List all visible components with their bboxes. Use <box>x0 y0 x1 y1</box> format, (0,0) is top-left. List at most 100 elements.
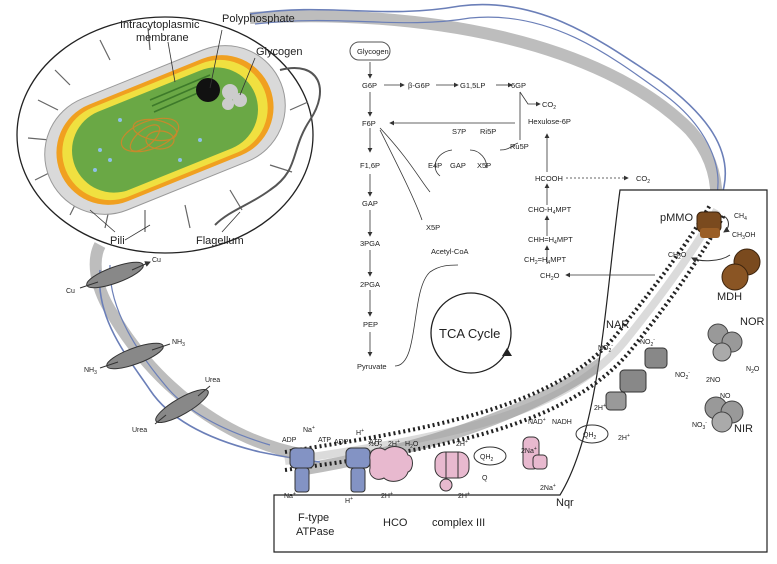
nadh-label: NADH <box>552 419 572 426</box>
hco-complex <box>369 446 413 482</box>
twona-a-label: 2Na+ <box>521 446 537 455</box>
pathway-arrows <box>367 62 655 367</box>
q-cycle-b <box>575 424 609 444</box>
pw-co2-a: CO2 <box>542 100 556 111</box>
twoh-c3-label: 2H+ <box>456 439 468 448</box>
q-cycle-a <box>473 446 507 466</box>
pw-2pga: 2PGA <box>360 280 380 289</box>
adp1-label: ADP <box>282 437 297 444</box>
pw-s7p: S7P <box>452 127 466 136</box>
nh3-out-label: NH3 <box>172 339 185 348</box>
nqr-complex <box>522 436 548 470</box>
atp1-label: ATP <box>318 437 331 444</box>
no2-a-label: NO2- <box>598 343 613 354</box>
h2-label: H+ <box>345 496 353 505</box>
pmmo-enzyme <box>696 211 722 238</box>
h2o-label: H2O <box>405 441 419 450</box>
pw-g6p: G6P <box>362 81 377 90</box>
twoh-hco-label: 2H+ <box>388 439 400 448</box>
twono-label: 2NO <box>706 377 721 384</box>
complex-iii <box>434 451 470 492</box>
nucleoid-icon <box>120 117 180 153</box>
label-membrane: membrane <box>136 32 189 44</box>
pw-hcooh: HCOOH <box>535 174 563 183</box>
pw-6gp: 6GP <box>511 81 526 90</box>
label-flagellum: Flagellum <box>196 235 244 247</box>
atp2-label: ATP <box>369 439 382 446</box>
nir-enzyme <box>704 396 744 433</box>
pw-ch2o: CH2O <box>540 271 560 282</box>
twoh-hco-b-label: 2H+ <box>381 491 393 500</box>
adp2-label: ADP <box>334 439 349 446</box>
wavy-membrane-line-2 <box>254 16 719 211</box>
n2o-label: N2O <box>746 366 760 375</box>
label-intracytoplasmic: Intracytoplasmic <box>120 19 200 31</box>
nor-label: NOR <box>740 316 765 328</box>
twoh-c3-b-label: 2H+ <box>458 491 470 500</box>
hco-label: HCO <box>383 517 408 529</box>
flagellum-line <box>214 67 321 226</box>
pw-co2-b: CO2 <box>636 174 650 185</box>
cu-in-label: Cu <box>66 288 75 295</box>
cytoplasm-dots <box>93 118 202 172</box>
qh2-a-label: QH2 <box>480 454 494 463</box>
wavy-membrane-line-4 <box>109 264 271 446</box>
glycogen-box <box>349 41 391 61</box>
nad-label: NAD+ <box>528 417 546 426</box>
pw-hexulose: Hexulose-6P <box>528 117 571 126</box>
glycogen-granules <box>222 84 247 110</box>
ch2o-ext-label: CH2O <box>668 252 687 261</box>
tca-cycle-circle <box>430 292 512 374</box>
label-polyphosphate: Polyphosphate <box>222 13 295 25</box>
urea-out-label: Urea <box>205 377 220 384</box>
nh3-in-label: NH3 <box>84 367 97 376</box>
no2-b-label: NO2- <box>640 337 655 348</box>
label-glycogen: Glycogen <box>256 46 302 58</box>
pw-ri5p: Ri5P <box>480 127 496 136</box>
ftype-label-1: F-type <box>298 512 329 524</box>
bacterial-cell <box>16 16 321 254</box>
pw-bg6p: β-G6P <box>408 81 430 90</box>
label-pili: Pili <box>110 235 125 247</box>
pw-f6p: F6P <box>362 119 376 128</box>
pw-acetyl: Acetyl-CoA <box>431 247 469 256</box>
pw-x5p-mid: X5P <box>477 161 491 170</box>
no2-c-label: NO2- <box>675 370 690 381</box>
pw-cho: CHO-H4MPT <box>528 205 572 216</box>
polyphosphate-granule <box>196 78 220 102</box>
na1-label: Na+ <box>303 425 315 434</box>
ch4-label: CH4 <box>734 213 747 222</box>
nqr-label: Nqr <box>556 497 574 509</box>
qh2-b-label: QH2 <box>583 432 597 441</box>
pw-pyruvate: Pyruvate <box>357 362 387 371</box>
pw-gap-mid: GAP <box>450 161 466 170</box>
nar-complex <box>605 347 668 411</box>
pw-glycogen: Glycogen <box>357 47 389 56</box>
urea-transporter <box>154 385 211 425</box>
pmmo-label: pMMO <box>660 212 693 224</box>
bilayer-outer <box>284 204 712 454</box>
twohplus-a-label: 2H+ <box>594 403 606 412</box>
pw-g15lp: G1,5LP <box>460 81 485 90</box>
pw-chh: CHH=H4MPT <box>528 235 573 246</box>
pw-x5p-low: X5P <box>426 223 440 232</box>
ftype-label-2: ATPase <box>296 526 334 538</box>
nar-label: NAR <box>606 319 629 331</box>
pw-gap: GAP <box>362 199 378 208</box>
pw-ru5p: Ru5P <box>510 142 529 151</box>
ftype-atpase-h <box>345 447 371 493</box>
cu-out-label: Cu <box>152 257 161 264</box>
halfo2-label: ½O2 <box>368 440 382 450</box>
pw-ch2: CH2=H4MPT <box>524 255 566 266</box>
urea-in-label: Urea <box>132 427 147 434</box>
pw-pep: PEP <box>363 320 378 329</box>
pw-3pga: 3PGA <box>360 239 380 248</box>
pw-tca: TCA Cycle <box>439 326 500 341</box>
twona-b-label: 2Na+ <box>540 483 556 492</box>
mdh-label: MDH <box>717 291 742 303</box>
nir-label: NIR <box>734 423 753 435</box>
cu-transporter <box>79 261 151 289</box>
nh3-transporter <box>99 342 171 370</box>
complex-iii-label: complex III <box>432 517 485 529</box>
